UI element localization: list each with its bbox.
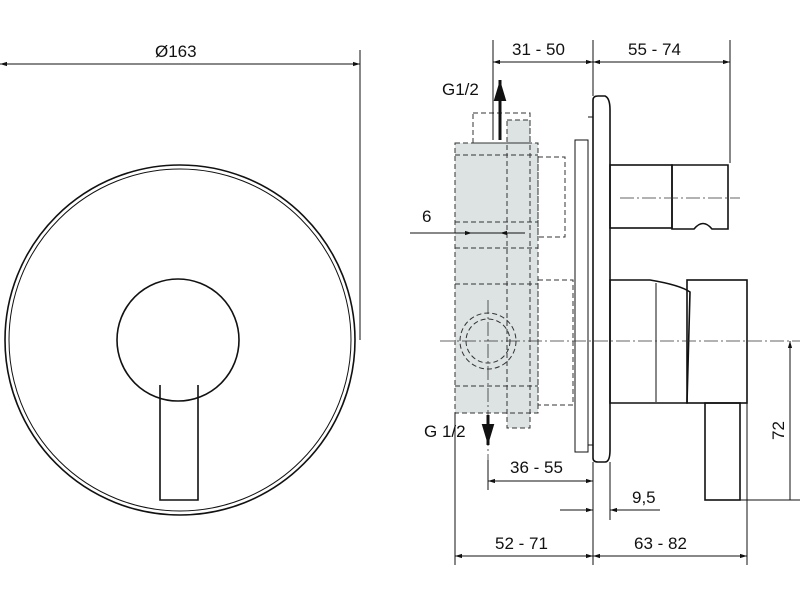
top-left-dimension: 31 - 50 (512, 40, 565, 59)
wall-plate (592, 95, 611, 463)
diameter-label: Ø163 (155, 42, 197, 61)
top-right-dimension: 55 - 74 (628, 40, 681, 59)
offset-dimension: 6 (422, 207, 431, 226)
bottom-right-dimension: 63 - 82 (634, 534, 687, 553)
cover-plate (4, 164, 356, 516)
handle-cap (686, 279, 748, 404)
bottom-left-dimension: 52 - 71 (495, 534, 548, 553)
plate-dimension: 9,5 (632, 488, 656, 507)
depth-mid-dimension: 36 - 55 (510, 458, 563, 477)
inlet-top-label: G1/2 (442, 80, 479, 99)
diverter-stem (609, 164, 673, 229)
mixer-body (609, 279, 691, 404)
height-dimension: 72 (769, 421, 788, 440)
diverter-knob (671, 164, 729, 230)
front-view: Ø163 (0, 42, 361, 516)
outlet-bottom-label: G 1/2 (424, 422, 466, 441)
lever-handle (159, 385, 199, 501)
side-view: G1/2 G 1/2 31 - 50 55 - 74 6 36 - 55 9,5… (410, 40, 800, 565)
handle-hub (116, 278, 240, 402)
threaded-ring (574, 139, 589, 453)
side-lever (704, 402, 741, 501)
